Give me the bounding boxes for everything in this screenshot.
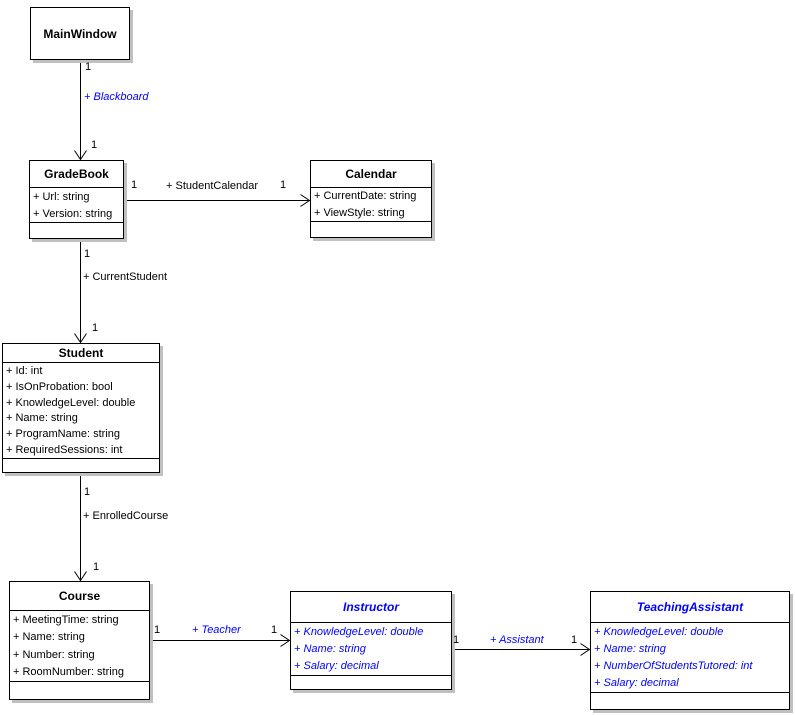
association-name-label: + Assistant [490,634,544,646]
multiplicity-label: 1 [280,179,287,191]
multiplicity-label: 1 [84,248,91,260]
association-teacher[interactable] [150,634,291,647]
class-attribute: + ProgramName: string [6,428,121,441]
multiplicity-label: 1 [154,624,161,636]
multiplicity-label: 1 [131,179,138,191]
class-title: Student [58,346,104,360]
arrowhead-icon [74,150,87,161]
class-teachingassistant[interactable]: TeachingAssistant + KnowledgeLevel: doub… [590,591,790,710]
class-attributes: + KnowledgeLevel: double + Name: string … [291,622,451,675]
class-instructor[interactable]: Instructor + KnowledgeLevel: double + Na… [290,591,452,690]
class-attributes: + Id: int + IsOnProbation: bool + Knowle… [3,362,159,458]
multiplicity-label: 1 [571,634,578,646]
class-methods-empty [311,221,431,237]
class-methods-empty [3,458,159,472]
arrowhead-icon [74,571,87,582]
class-attribute: + Url: string [33,190,90,203]
class-methods-empty [291,675,451,689]
association-name-label: + Blackboard [84,91,149,103]
class-attributes: + MeetingTime: string + Name: string + N… [10,610,149,681]
class-title: Course [58,589,101,603]
multiplicity-label: 1 [271,624,278,636]
class-methods-empty [591,692,789,709]
class-attribute: + KnowledgeLevel: double [594,625,724,638]
class-title: MainWindow [43,26,117,41]
class-attributes: + KnowledgeLevel: double + Name: string … [591,622,789,692]
class-attribute: + Name: string [294,642,366,655]
multiplicity-label: 1 [92,322,99,334]
class-attributes: + CurrentDate: string + ViewStyle: strin… [311,187,431,221]
class-attribute: + RoomNumber: string [13,666,124,679]
multiplicity-label: 1 [453,634,460,646]
arrowhead-icon [580,643,591,656]
class-attribute: + Salary: decimal [594,677,679,690]
association-currentstudent[interactable] [74,239,87,344]
class-methods-empty [30,222,123,238]
class-attribute: + Version: string [33,207,113,220]
class-attribute: + KnowledgeLevel: double [294,625,424,638]
association-name-label: + CurrentStudent [83,271,168,283]
arrowhead-icon [74,333,87,344]
class-attribute: + Salary: decimal [294,660,379,673]
multiplicity-label: 1 [85,61,92,73]
multiplicity-label: 1 [93,561,100,573]
association-name-label: + EnrolledCourse [83,510,169,522]
association-blackboard[interactable] [74,60,87,161]
class-attribute: + Id: int [6,364,43,377]
class-attribute: + NumberOfStudentsTutored: int [594,660,753,673]
class-title: TeachingAssistant [636,600,744,614]
class-attribute: + IsOnProbation: bool [6,380,113,393]
class-attribute: + Name: string [13,631,85,644]
class-attribute: + Name: string [6,412,78,425]
class-attribute: + Name: string [594,642,666,655]
multiplicity-label: 1 [91,139,98,151]
class-mainwindow[interactable]: MainWindow [30,7,130,60]
class-calendar[interactable]: Calendar + CurrentDate: string + ViewSty… [310,160,432,238]
association-enrolledcourse[interactable] [74,473,87,582]
class-attribute: + ViewStyle: string [314,206,405,219]
class-attributes: + Url: string + Version: string [30,187,123,222]
class-gradebook[interactable]: GradeBook + Url: string + Version: strin… [29,160,124,239]
arrowhead-icon [300,194,311,207]
class-methods-empty [10,681,149,699]
association-name-label: + Teacher [192,624,241,636]
class-attribute: + KnowledgeLevel: double [6,396,136,409]
class-course[interactable]: Course + MeetingTime: string + Name: str… [9,581,150,700]
class-attribute: + CurrentDate: string [314,190,417,203]
class-title: Calendar [345,167,397,181]
association-studentcalendar[interactable] [124,194,311,207]
class-student[interactable]: Student + Id: int + IsOnProbation: bool … [2,343,160,473]
class-attribute: + MeetingTime: string [13,613,119,626]
association-assistant[interactable] [452,643,591,656]
class-attribute: + RequiredSessions: int [6,444,123,457]
arrowhead-icon [280,634,291,647]
class-title: Instructor [342,600,399,614]
class-title: GradeBook [44,167,109,181]
association-name-label: + StudentCalendar [166,180,259,192]
class-attribute: + Number: string [13,648,95,661]
multiplicity-label: 1 [84,486,91,498]
